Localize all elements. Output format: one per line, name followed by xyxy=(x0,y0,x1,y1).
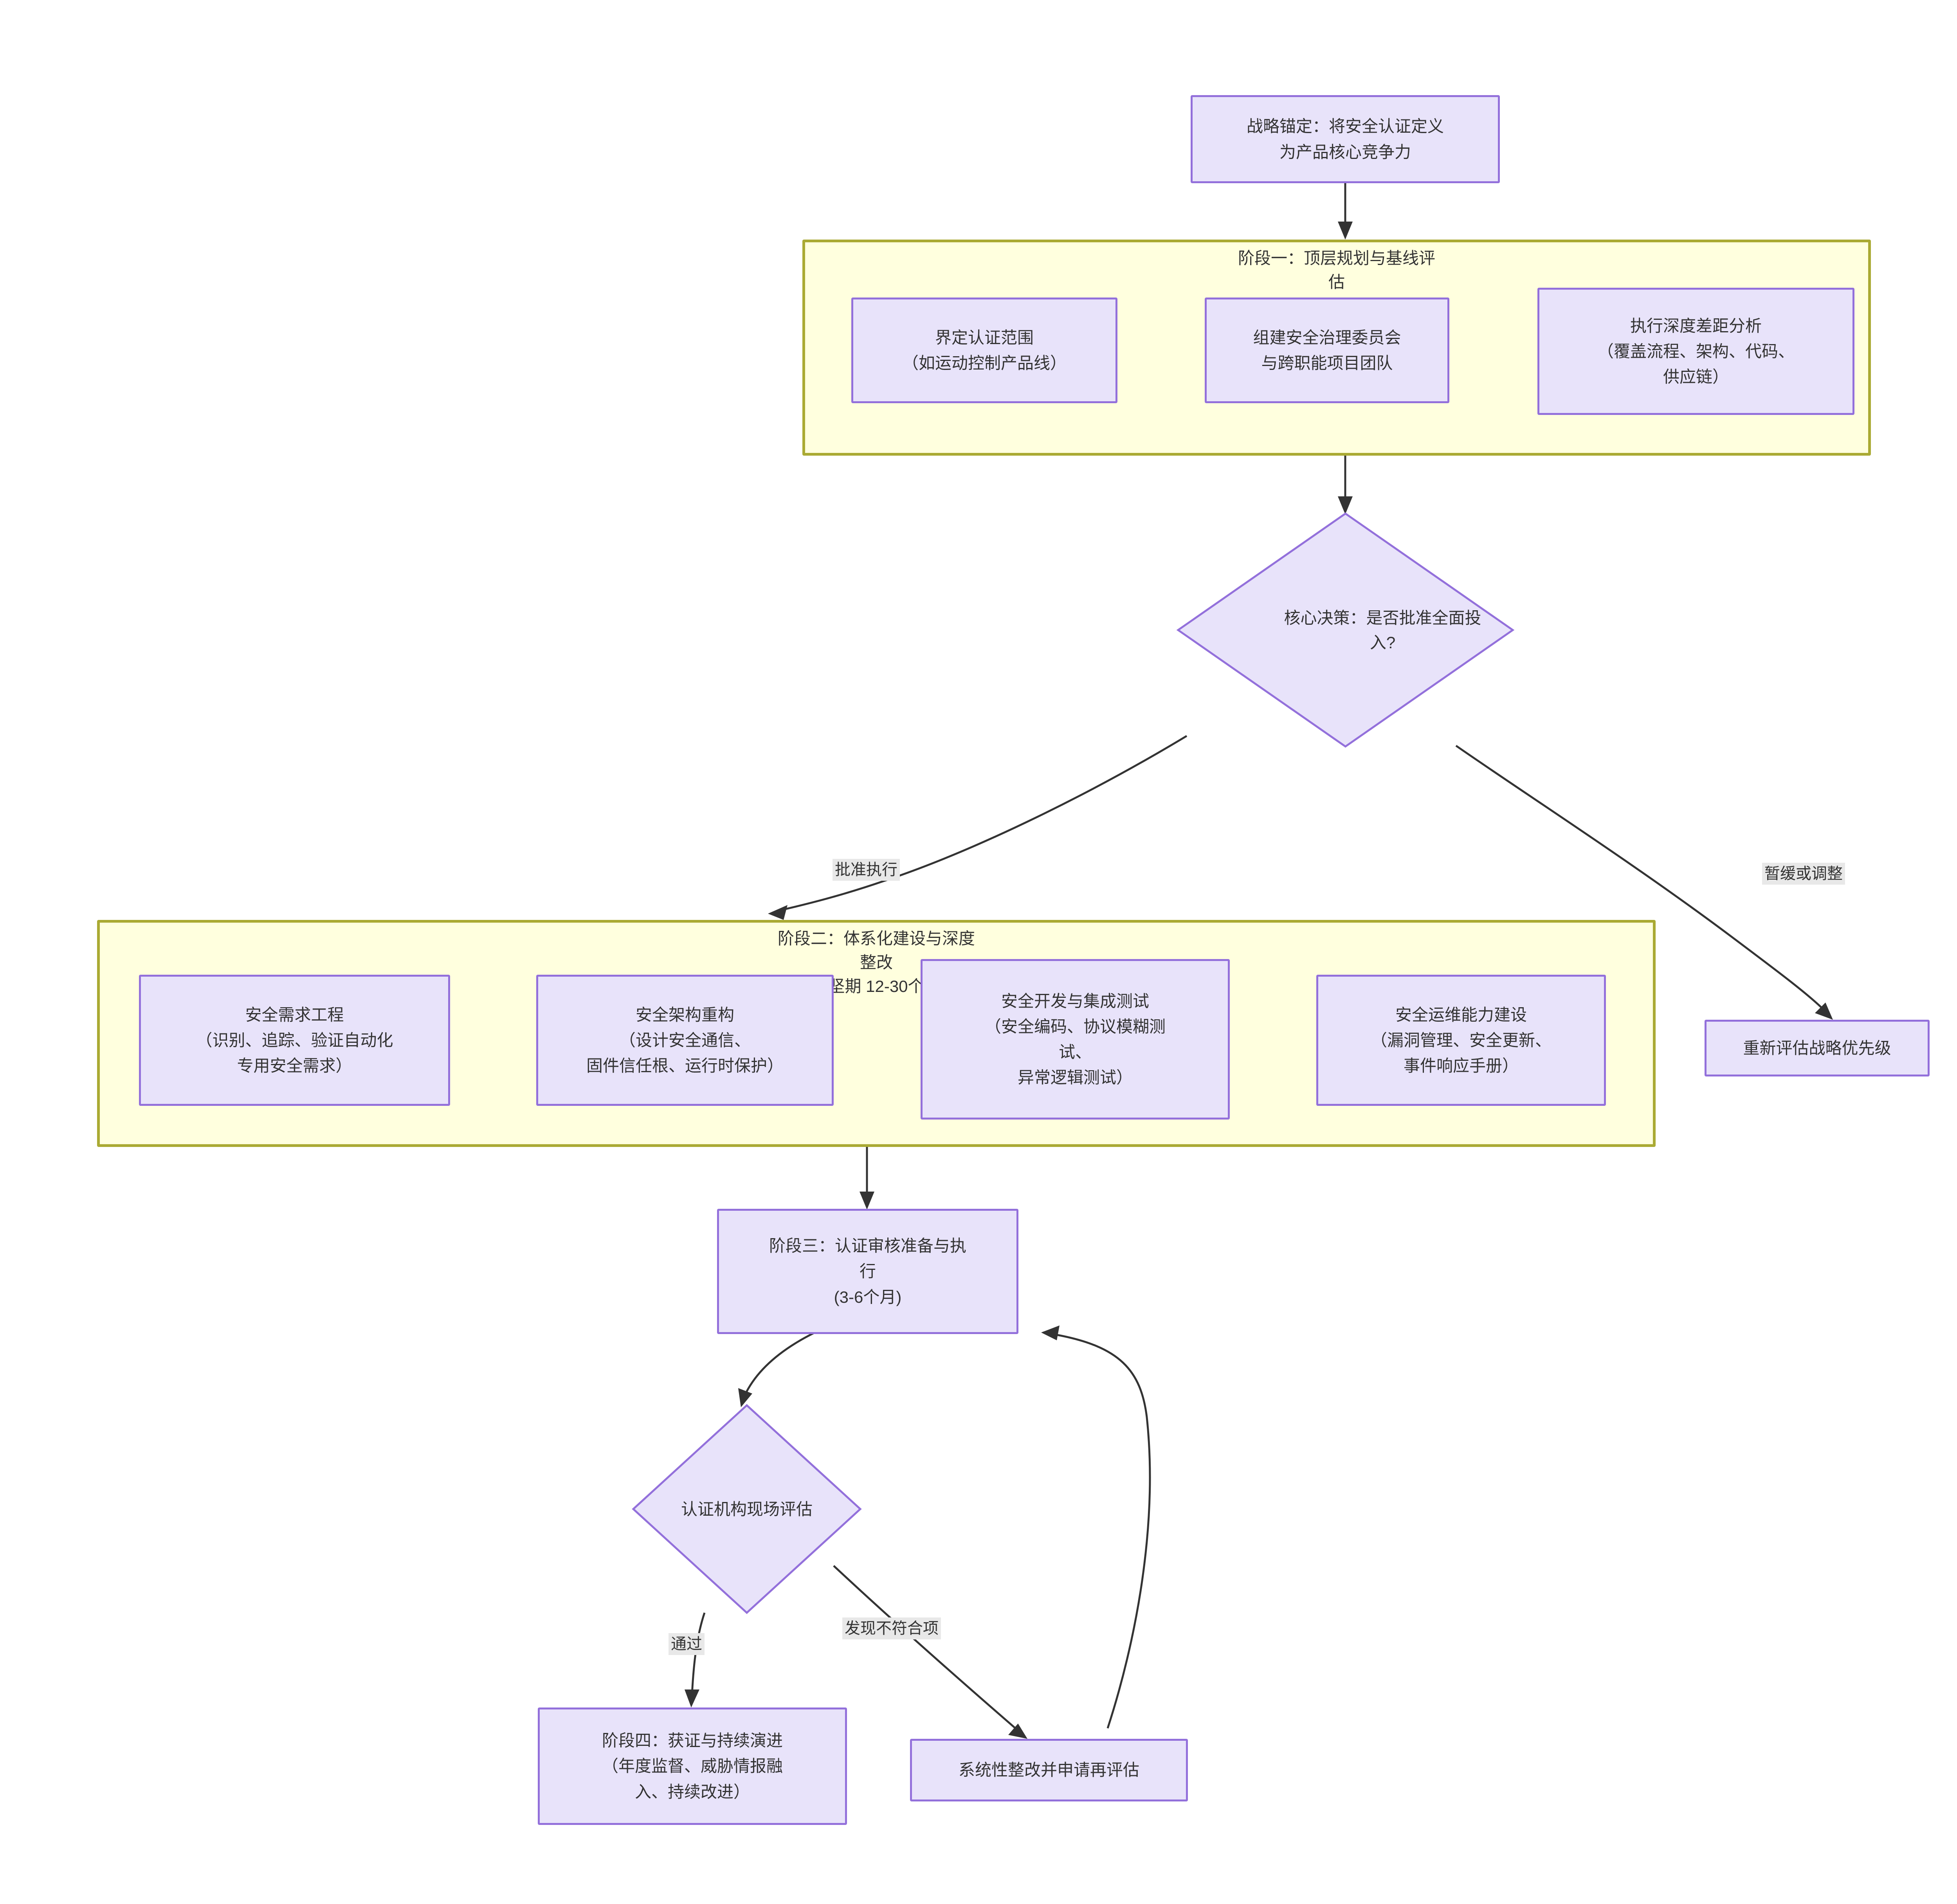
node-systemic-rectify[interactable]: 系统性整改并申请再评估 xyxy=(910,1739,1188,1801)
arrowhead-strategy-to-phase1 xyxy=(1338,222,1353,240)
arrowhead-onsite-to-phase4 xyxy=(685,1689,699,1707)
node-secops-capability[interactable]: 安全运维能力建设 （漏洞管理、安全更新、 事件响应手册） xyxy=(1316,975,1606,1106)
edge-label-nonconformity: 发现不符合项 xyxy=(842,1617,941,1639)
arrowhead-rectify-to-phase3 xyxy=(1041,1325,1060,1340)
node-phase3-audit[interactable]: 阶段三：认证审核准备与执 行 (3-6个月) xyxy=(717,1209,1018,1334)
node-gap-analysis[interactable]: 执行深度差距分析 （覆盖流程、架构、代码、 供应链） xyxy=(1537,288,1854,415)
diamond-shape xyxy=(1176,512,1515,748)
edge-decision-to-phase2 xyxy=(780,735,1188,911)
arrowhead-decision-to-reprioritize xyxy=(1815,1002,1833,1020)
arrowhead-phase1-to-decision xyxy=(1338,496,1353,514)
arrowhead-decision-to-phase2 xyxy=(768,905,787,920)
edge-label-pass: 通过 xyxy=(669,1633,705,1655)
node-reprioritize[interactable]: 重新评估战略优先级 xyxy=(1705,1020,1930,1076)
arrowhead-phase3-to-onsite xyxy=(738,1388,752,1407)
arrowhead-onsite-to-rectify xyxy=(1008,1724,1027,1739)
node-architecture-rebuild[interactable]: 安全架构重构 （设计安全通信、 固件信任根、运行时保护） xyxy=(536,975,834,1106)
node-core-decision[interactable]: 核心决策：是否批准全面投 入? xyxy=(1176,512,1515,748)
node-strategy-anchor[interactable]: 战略锚定：将安全认证定义 为产品核心竞争力 xyxy=(1191,95,1500,183)
edge-label-defer: 暂缓或调整 xyxy=(1762,863,1845,885)
edge-rectify-to-phase3 xyxy=(1056,1334,1151,1729)
node-define-scope[interactable]: 界定认证范围 （如运动控制产品线） xyxy=(851,298,1117,403)
node-security-requirements[interactable]: 安全需求工程 （识别、追踪、验证自动化 专用安全需求） xyxy=(139,975,450,1106)
edge-label-approve: 批准执行 xyxy=(833,859,900,881)
node-phase4-cert[interactable]: 阶段四：获证与持续演进 （年度监督、威胁情报融 入、持续改进） xyxy=(538,1707,847,1825)
edge-onsite-to-rectify xyxy=(833,1565,1018,1731)
node-build-committee[interactable]: 组建安全治理委员会 与跨职能项目团队 xyxy=(1205,298,1449,403)
edge-phase3-to-onsite xyxy=(744,1332,815,1394)
node-onsite-assessment[interactable]: 认证机构现场评估 xyxy=(632,1404,862,1614)
diamond-shape xyxy=(632,1404,862,1614)
node-dev-and-test[interactable]: 安全开发与集成测试 （安全编码、协议模糊测 试、 异常逻辑测试） xyxy=(921,959,1230,1120)
arrowhead-phase2-to-phase3 xyxy=(860,1192,874,1210)
